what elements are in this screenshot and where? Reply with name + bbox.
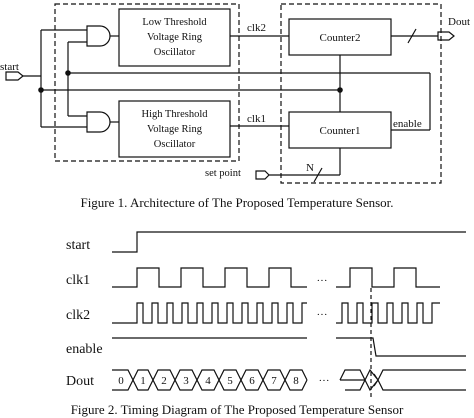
clk2-waveform-b (336, 302, 440, 324)
timing-label-start: start (66, 238, 90, 253)
start-label: start (0, 61, 19, 73)
clk2-ellipsis: ··· (317, 309, 328, 321)
dout-output-port (437, 31, 455, 41)
high-osc-label-2: Voltage Ring (147, 124, 203, 135)
start-input-port (5, 71, 24, 81)
architecture-diagram (5, 3, 455, 184)
set-point-bus-slash (313, 167, 323, 183)
figure2-caption: Figure 2. Timing Diagram of The Proposed… (71, 402, 404, 417)
dout-value-6: 6 (249, 375, 255, 387)
dout-value-2: 2 (161, 375, 167, 387)
counter-group-box (280, 3, 442, 184)
low-threshold-oscillator-block (118, 8, 231, 67)
timing-label-enable: enable (66, 342, 103, 357)
counter-junction-dot (337, 87, 343, 93)
dout-ellipsis: ··· (319, 375, 330, 387)
clk1-waveform-a (112, 267, 307, 288)
dout-bus-final (339, 368, 466, 392)
counter1-label: Counter1 (320, 125, 361, 137)
low-osc-label-3: Oscillator (154, 47, 196, 58)
clk1-ellipsis: ··· (317, 275, 328, 287)
counter2-label: Counter2 (320, 32, 361, 44)
dout-values: 0 1 2 3 4 5 6 7 8 (118, 375, 299, 387)
timing-diagram: start clk1 clk2 enable Dout 0 (66, 231, 466, 417)
set-point-port (255, 170, 270, 180)
dout-value-3: 3 (183, 375, 189, 387)
figure1-caption: Figure 1. Architecture of The Proposed T… (80, 195, 393, 210)
dout-bus-segments (132, 369, 308, 391)
and-gate-high (86, 111, 111, 133)
high-threshold-oscillator-block (118, 100, 231, 158)
dout-value-0: 0 (118, 375, 124, 387)
and-gate-low (86, 25, 111, 47)
architecture-labels: start Low Threshold Voltage Ring Oscilla… (0, 16, 470, 210)
dout-value-4: 4 (205, 375, 211, 387)
start-waveform (112, 231, 466, 253)
timing-label-clk2: clk2 (66, 308, 90, 323)
clk2-label: clk2 (247, 22, 266, 34)
clk1-waveform-b (336, 267, 440, 288)
dout-bus-slash (407, 28, 417, 44)
oscillator-group-box (54, 3, 240, 162)
clk1-label: clk1 (247, 113, 266, 125)
enable-waveform-b (336, 337, 466, 357)
clk2-waveform-a (112, 302, 307, 324)
timing-label-dout: Dout (66, 374, 94, 389)
dout-label: Dout (448, 16, 470, 28)
low-osc-label-2: Voltage Ring (147, 32, 203, 43)
bus-width-label: N (306, 162, 314, 174)
dout-value-8: 8 (293, 375, 299, 387)
dout-value-1: 1 (140, 375, 146, 387)
timing-label-clk1: clk1 (66, 273, 90, 288)
high-osc-label-3: Oscillator (154, 139, 196, 150)
dout-value-7: 7 (271, 375, 277, 387)
high-osc-label-1: High Threshold (141, 109, 208, 120)
set-point-label: set point (205, 168, 241, 179)
enable-label: enable (393, 118, 422, 130)
low-osc-label-1: Low Threshold (142, 17, 207, 28)
dout-value-5: 5 (227, 375, 233, 387)
